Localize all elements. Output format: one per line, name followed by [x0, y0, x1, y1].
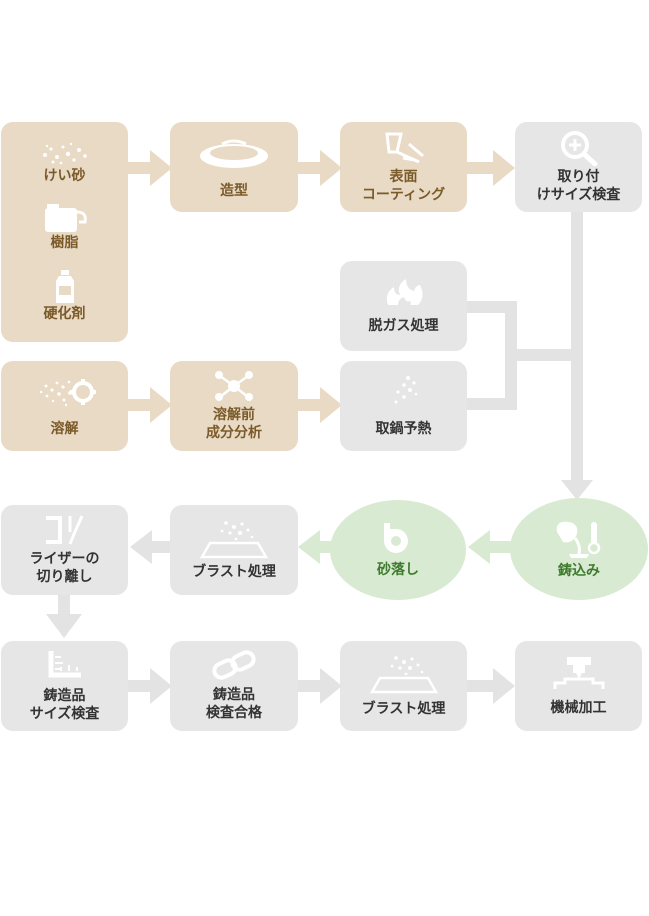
merge-connector — [467, 301, 577, 410]
blast1-box: ブラスト処理 — [170, 505, 298, 595]
machining-label: 機械加工 — [550, 700, 607, 716]
riser-cut-box: ライザーの 切り離し — [1, 505, 128, 595]
blast2-label: ブラスト処理 — [361, 701, 446, 717]
arrow-coating-to-check — [467, 150, 515, 186]
riser-check-box: 取り付 けサイズ検査 — [515, 122, 642, 212]
coating-label: 表面 コーティング — [361, 169, 446, 203]
materials-box: けい砂 樹脂 硬化剤 — [1, 122, 128, 342]
pouring-circle: 鋳込み — [510, 498, 648, 600]
molecule-icon — [212, 370, 256, 402]
arrow-pass-to-blast2 — [298, 668, 342, 704]
blast-icon — [196, 519, 272, 559]
chain-link-icon — [212, 650, 256, 680]
riser-check-label: 取り付 けサイズ検査 — [536, 169, 621, 203]
sparkle-dots-icon — [386, 374, 422, 406]
analysis-label: 溶解前 成分分析 — [206, 407, 262, 441]
blast-icon — [366, 654, 442, 694]
arrow-check-to-pouring — [561, 212, 593, 500]
molding-label: 造型 — [220, 183, 248, 199]
molding-box: 造型 — [170, 122, 298, 212]
arrow-blast2-to-machining — [467, 668, 515, 704]
magnifier-plus-icon — [559, 130, 599, 166]
pouring-label: 鋳込み — [558, 563, 600, 579]
coating-box: 表面 コーティング — [340, 122, 467, 212]
material-sand: けい砂 — [35, 141, 95, 185]
mold-ring-icon — [196, 138, 272, 172]
riser-cut-label: ライザーの 切り離し — [29, 551, 100, 585]
sand-icon — [35, 141, 95, 167]
ruler-icon — [45, 649, 85, 679]
material-sand-label: けい砂 — [43, 167, 86, 184]
casting-pass-box: 鋳造品 検査合格 — [170, 641, 298, 731]
arrow-analysis-to-preheat — [298, 387, 342, 423]
ladle-pour-icon — [551, 518, 607, 558]
resin-jug-icon — [41, 202, 89, 234]
melting-box: 溶解 — [1, 361, 128, 451]
arrow-shakeout-to-blast — [298, 530, 332, 564]
casting-pass-label: 鋳造品 検査合格 — [206, 687, 262, 721]
cutter-icon — [40, 514, 90, 546]
blower-icon — [380, 521, 416, 555]
arrow-pouring-to-shakeout — [468, 530, 514, 564]
shakeout-circle: 砂落し — [330, 500, 466, 600]
arrow-blast-to-riser-cut — [130, 530, 172, 564]
casting-size-label: 鋳造品 サイズ検査 — [29, 688, 100, 722]
degas-label: 脱ガス処理 — [368, 318, 439, 334]
analysis-box: 溶解前 成分分析 — [170, 361, 298, 451]
material-hardener: 硬化剤 — [44, 269, 86, 323]
flame-icon — [382, 277, 426, 307]
blast1-label: ブラスト処理 — [192, 564, 276, 580]
arrow-molding-to-coating — [298, 150, 342, 186]
machine-press-icon — [551, 655, 607, 691]
ladle-preheat-label: 取鍋予熱 — [375, 421, 432, 437]
bottle-icon — [50, 269, 80, 305]
degas-box: 脱ガス処理 — [340, 261, 467, 351]
machining-box: 機械加工 — [515, 641, 642, 731]
ladle-preheat-box: 取鍋予熱 — [340, 361, 467, 451]
blast2-box: ブラスト処理 — [340, 641, 467, 731]
material-hardener-label: 硬化剤 — [43, 306, 86, 323]
arrow-size-to-pass — [128, 668, 172, 704]
arrow-melting-to-analysis — [128, 387, 172, 423]
casting-size-box: 鋳造品 サイズ検査 — [1, 641, 128, 731]
arrow-materials-to-molding — [128, 150, 172, 186]
melting-gear-icon — [33, 374, 97, 410]
arrow-riser-cut-to-size — [46, 594, 82, 638]
shakeout-label: 砂落し — [377, 562, 419, 578]
melting-label: 溶解 — [50, 421, 79, 437]
material-resin-label: 樹脂 — [50, 234, 79, 251]
coating-tool-icon — [379, 130, 429, 166]
material-resin: 樹脂 — [41, 202, 89, 252]
